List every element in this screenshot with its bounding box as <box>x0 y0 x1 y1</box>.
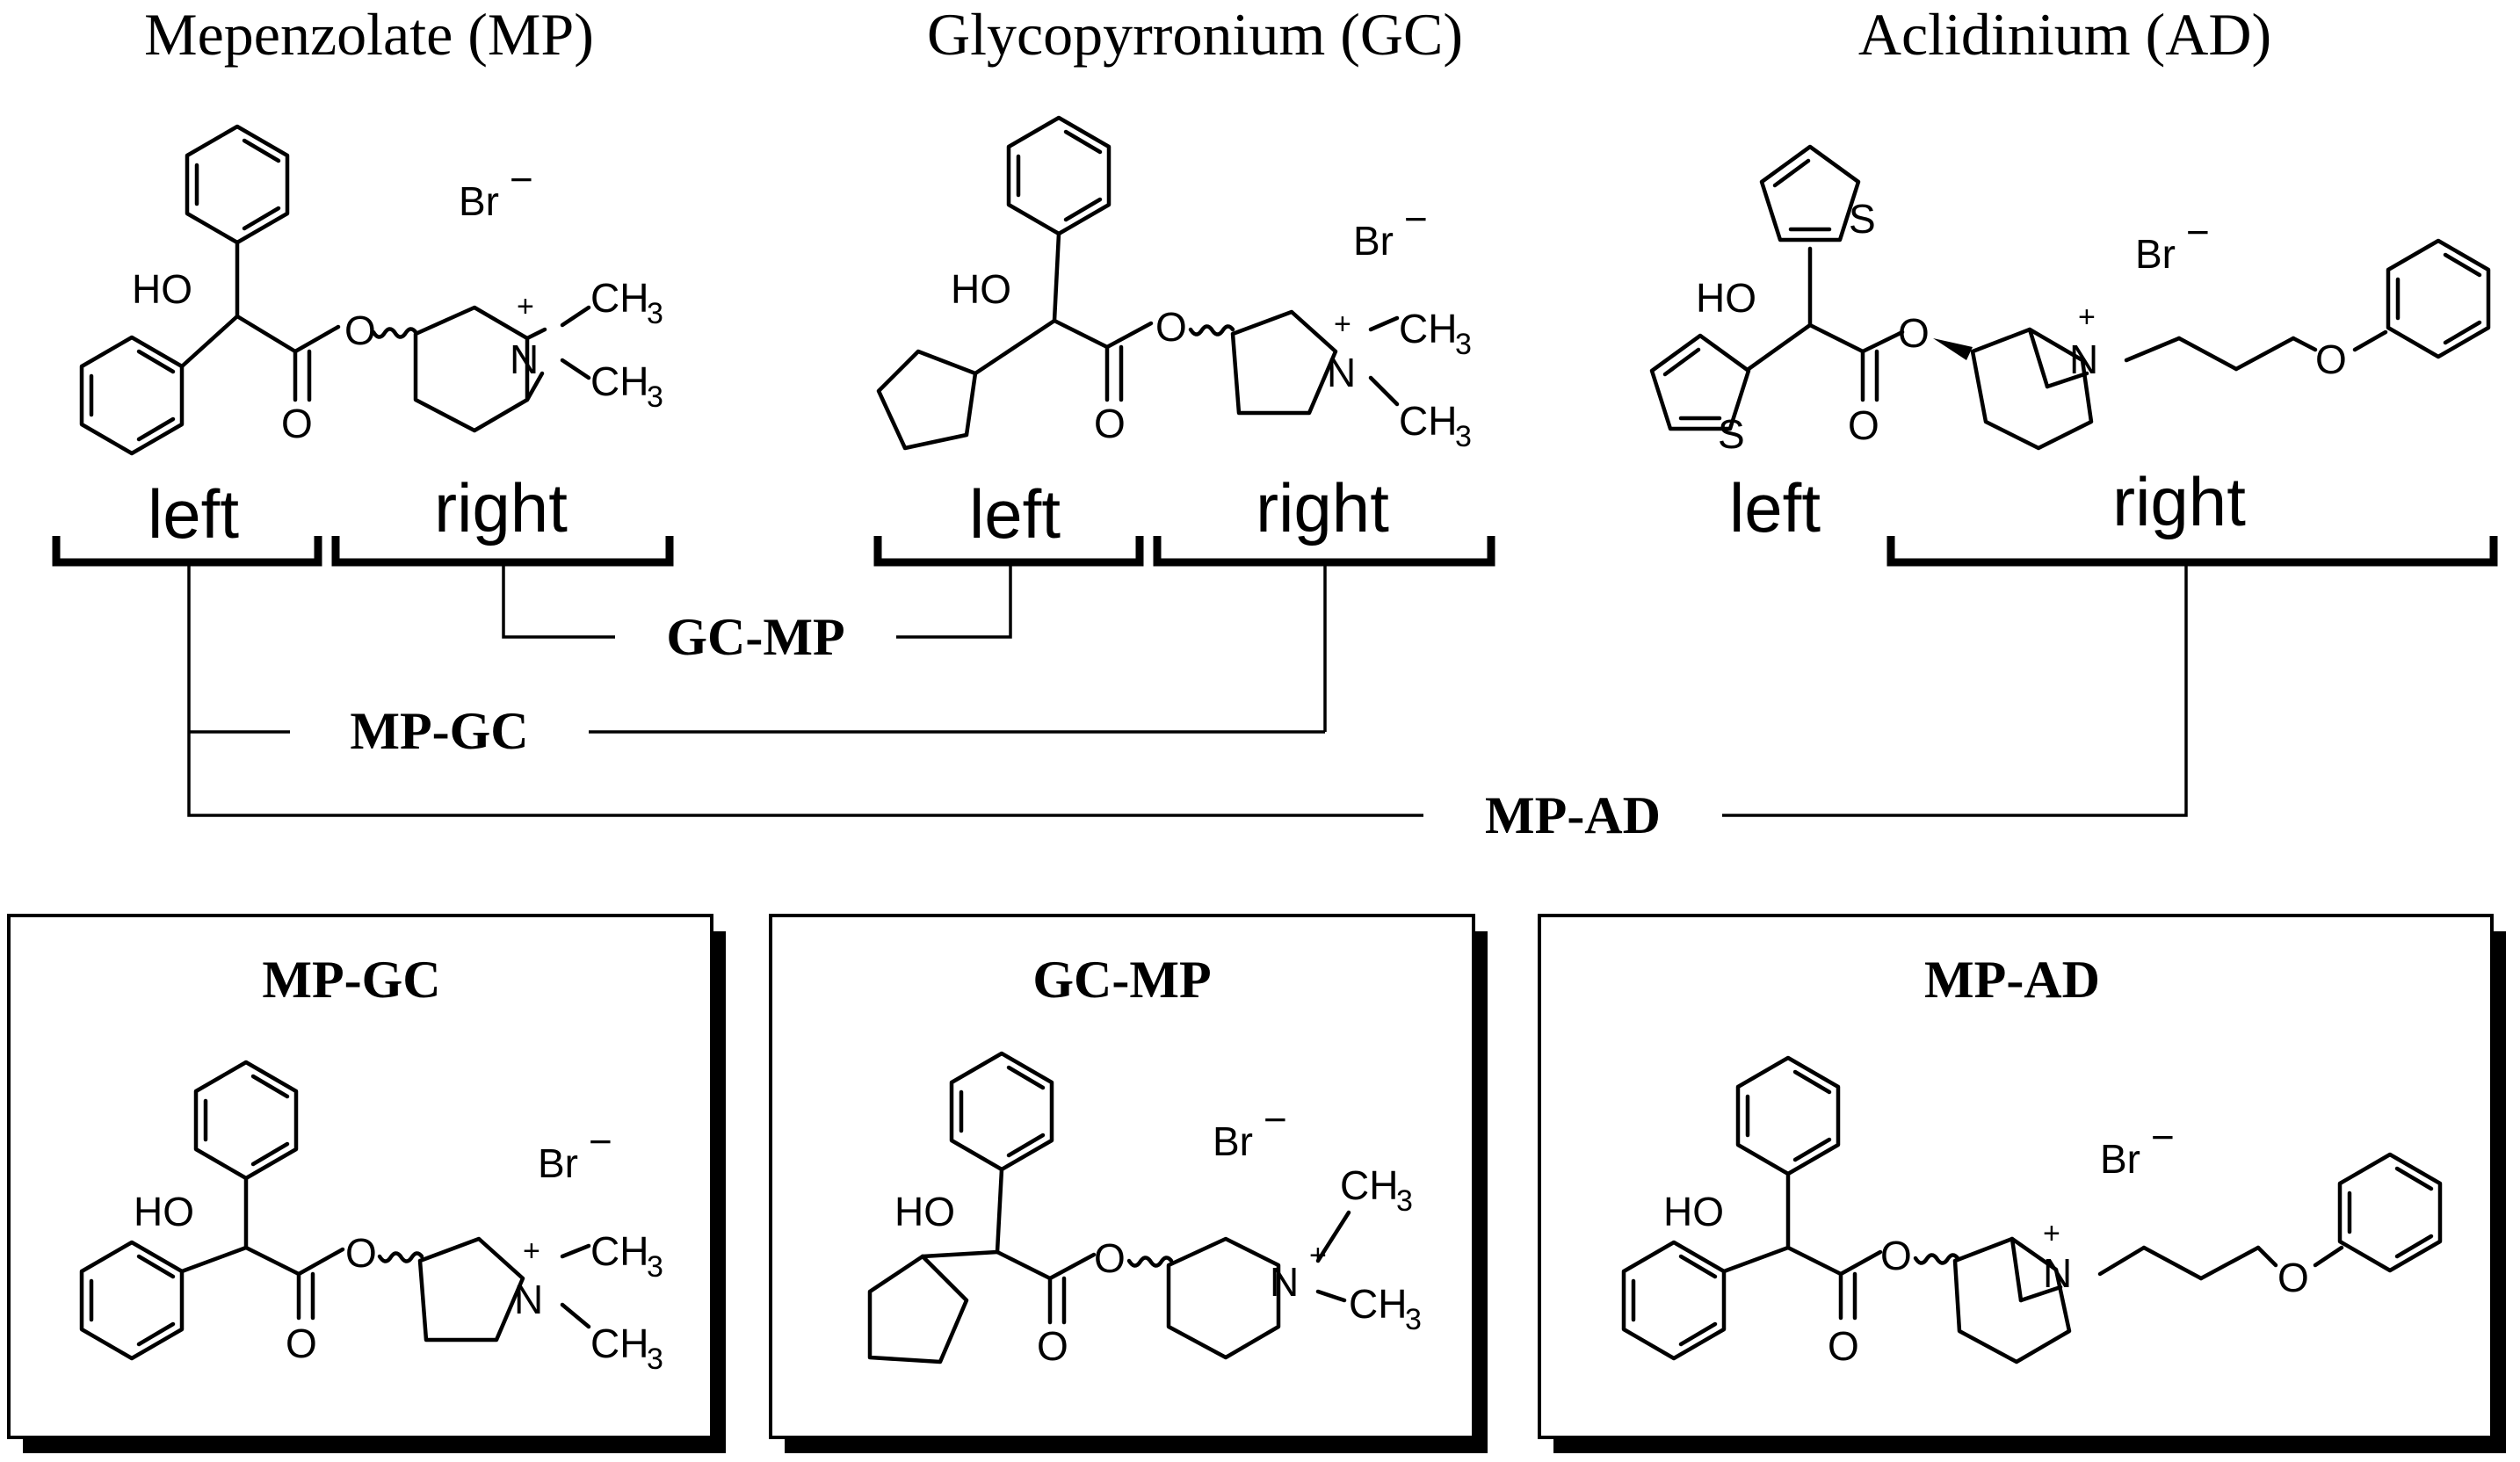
svg-text:+: + <box>2043 1217 2060 1250</box>
svg-text:O: O <box>1848 402 1879 448</box>
svg-text:N: N <box>1327 350 1356 395</box>
svg-text:Br: Br <box>459 178 499 224</box>
compound-name-mp: Mepenzolate (MP) <box>144 1 594 68</box>
svg-text:+: + <box>1334 308 1351 341</box>
svg-text:CH: CH <box>590 275 648 321</box>
svg-text:O: O <box>286 1321 317 1366</box>
compound-name-gc: Glycopyrronium (GC) <box>927 1 1463 68</box>
svg-text:3: 3 <box>1396 1184 1413 1218</box>
mp-right-label: right <box>434 469 568 546</box>
gc-left-label: left <box>969 475 1061 553</box>
svg-text:HO: HO <box>134 1189 194 1234</box>
compound-name-ad: Aclidinium (AD) <box>1858 1 2271 68</box>
svg-text:HO: HO <box>1696 275 1756 321</box>
ad-left-label: left <box>1729 469 1821 546</box>
mepenzolate-structure: HO O O N + CH 3 CH 3 Br − <box>82 127 663 453</box>
svg-text:O: O <box>1155 304 1187 350</box>
svg-text:3: 3 <box>1455 420 1472 453</box>
svg-text:CH: CH <box>1349 1281 1407 1327</box>
svg-text:O: O <box>1094 1235 1126 1281</box>
svg-text:+: + <box>1309 1239 1327 1272</box>
hybrid-connectors <box>187 562 2188 817</box>
svg-text:O: O <box>1828 1323 1859 1369</box>
svg-text:O: O <box>1880 1233 1912 1278</box>
ad-right-label: right <box>2112 463 2246 540</box>
svg-text:N: N <box>510 337 539 382</box>
panel-title-mp-ad: MP-AD <box>1924 951 2100 1009</box>
svg-text:3: 3 <box>1455 328 1472 361</box>
svg-text:3: 3 <box>647 1343 663 1376</box>
svg-text:N: N <box>2043 1250 2072 1296</box>
panel-mp-ad: MP-AD HO O O N + O Br − <box>1538 914 2506 1453</box>
panel-title-mp-gc: MP-GC <box>262 951 440 1009</box>
svg-text:O: O <box>281 401 313 446</box>
svg-text:HO: HO <box>951 266 1011 312</box>
mp-left-label: left <box>148 475 239 553</box>
svg-text:+: + <box>2078 300 2096 334</box>
svg-text:−: − <box>2151 1114 2175 1160</box>
aclidinium-structure: HO O O N + O S S Br − <box>1652 147 2488 457</box>
svg-text:CH: CH <box>1399 398 1457 444</box>
svg-text:N: N <box>2069 337 2098 382</box>
connector-label-mp-gc: MP-GC <box>350 702 528 760</box>
svg-text:N: N <box>1270 1259 1299 1305</box>
svg-text:O: O <box>345 1230 377 1276</box>
svg-text:−: − <box>510 156 533 202</box>
svg-text:CH: CH <box>590 1228 648 1274</box>
svg-text:Br: Br <box>1353 218 1394 264</box>
svg-text:HO: HO <box>894 1189 955 1234</box>
svg-text:O: O <box>2277 1255 2309 1300</box>
svg-text:3: 3 <box>647 380 663 414</box>
svg-text:O: O <box>2315 337 2347 382</box>
svg-text:Br: Br <box>2135 231 2176 277</box>
glycopyrronium-structure: HO O O N + CH 3 CH 3 Br − <box>876 118 1472 453</box>
connector-label-gc-mp: GC-MP <box>666 608 844 666</box>
panel-gc-mp: GC-MP HO O O N + CH 3 CH 3 Br − <box>769 914 1488 1453</box>
svg-text:−: − <box>2186 209 2210 255</box>
svg-text:−: − <box>1404 196 1428 242</box>
svg-text:3: 3 <box>1405 1303 1422 1336</box>
svg-text:Br: Br <box>2100 1136 2140 1182</box>
svg-text:CH: CH <box>1340 1162 1398 1208</box>
svg-text:S: S <box>1849 196 1876 242</box>
svg-text:S: S <box>1718 411 1745 457</box>
svg-text:−: − <box>1264 1096 1287 1142</box>
svg-text:O: O <box>1037 1323 1068 1369</box>
svg-text:HO: HO <box>132 266 192 312</box>
panel-title-gc-mp: GC-MP <box>1032 951 1211 1009</box>
svg-text:O: O <box>344 308 376 353</box>
svg-text:CH: CH <box>1399 306 1457 351</box>
svg-text:HO: HO <box>1663 1189 1724 1234</box>
svg-text:CH: CH <box>590 358 648 404</box>
connector-label-mp-ad: MP-AD <box>1485 786 1661 844</box>
svg-text:O: O <box>1898 310 1930 356</box>
svg-text:3: 3 <box>647 1250 663 1284</box>
svg-text:+: + <box>517 290 534 323</box>
svg-text:3: 3 <box>647 297 663 330</box>
svg-text:−: − <box>589 1118 612 1164</box>
gc-right-label: right <box>1256 469 1389 546</box>
svg-text:Br: Br <box>538 1140 578 1186</box>
svg-text:O: O <box>1094 401 1126 446</box>
panel-mp-gc: MP-GC HO O O N + CH 3 CH 3 Br − <box>7 914 726 1453</box>
svg-text:CH: CH <box>590 1321 648 1366</box>
svg-text:+: + <box>523 1234 540 1268</box>
svg-text:N: N <box>514 1277 543 1322</box>
svg-text:Br: Br <box>1213 1118 1253 1164</box>
